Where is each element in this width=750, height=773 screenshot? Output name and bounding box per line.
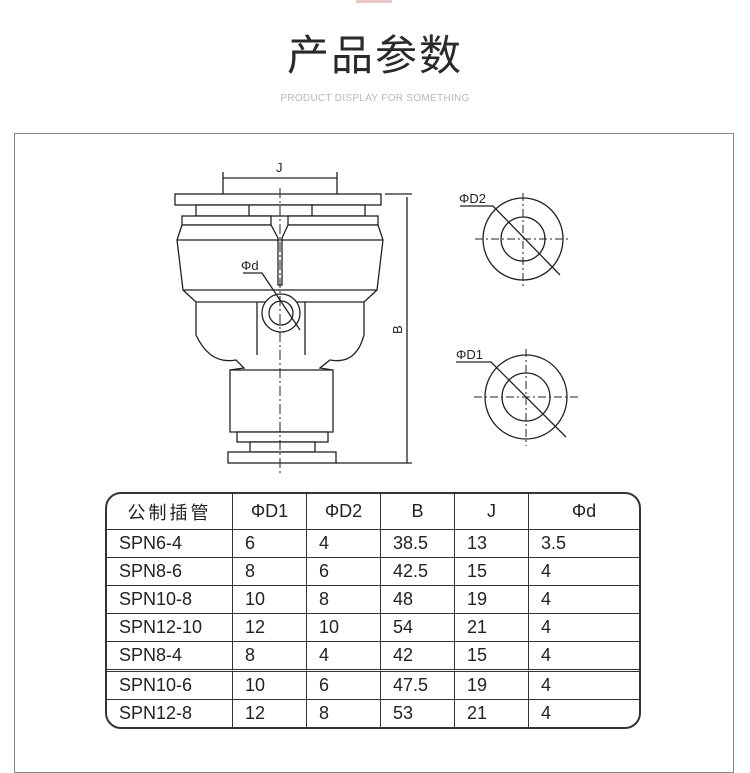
dimension-label-d1: ΦD1: [456, 347, 483, 362]
table-cell: 47.5: [381, 672, 455, 700]
table-cell: 42: [381, 642, 455, 672]
table-cell: 8: [233, 642, 307, 672]
page-title: 产品参数: [286, 31, 463, 80]
table-cell: 12: [233, 614, 307, 642]
table-cell: 4: [529, 558, 639, 586]
table-cell: 10: [233, 672, 307, 700]
table-cell: 38.5: [381, 530, 455, 558]
table-cell: 19: [455, 672, 529, 700]
table-cell: 8: [307, 700, 381, 727]
table-cell: 42.5: [381, 558, 455, 586]
d2-section-view: [460, 193, 571, 286]
table-cell: 4: [529, 642, 639, 672]
technical-drawing: J B Φd ΦD2 ΦD1: [174, 160, 578, 476]
header-cell: 公制插管: [107, 494, 233, 530]
table-cell: SPN12-8: [107, 700, 233, 727]
table-cell: 10: [233, 586, 307, 614]
top-accent-mark: [356, 0, 392, 3]
table-cell: 6: [233, 530, 307, 558]
table-cell: SPN8-6: [107, 558, 233, 586]
table-cell: SPN10-8: [107, 586, 233, 614]
table-cell: 6: [307, 558, 381, 586]
header-cell: Φd: [529, 494, 639, 530]
table-cell: 13: [455, 530, 529, 558]
page-subtitle: PRODUCT DISPLAY FOR SOMETHING: [280, 93, 470, 104]
table-cell: 21: [455, 614, 529, 642]
table-cell: 53: [381, 700, 455, 727]
table-cell: 19: [455, 586, 529, 614]
dimension-label-b: B: [390, 325, 405, 334]
table-cell: 4: [529, 672, 639, 700]
table-cell: SPN12-10: [107, 614, 233, 642]
dimension-label-j: J: [276, 160, 283, 175]
dimension-label-d2: ΦD2: [459, 191, 486, 206]
header-cell: ΦD2: [307, 494, 381, 530]
table-header-row: 公制插管 ΦD1 ΦD2 B J Φd: [107, 494, 639, 530]
table-cell: 3.5: [529, 530, 639, 558]
header-cell: ΦD1: [233, 494, 307, 530]
header-cell: J: [455, 494, 529, 530]
d1-section-view: [456, 349, 578, 446]
table-cell: 54: [381, 614, 455, 642]
table-cell: 12: [233, 700, 307, 727]
table-cell: SPN6-4: [107, 530, 233, 558]
table-cell: 15: [455, 558, 529, 586]
table-cell: 4: [529, 614, 639, 642]
table-cell: 6: [307, 672, 381, 700]
table-cell: 21: [455, 700, 529, 727]
table-cell: 4: [529, 586, 639, 614]
table-cell: 4: [307, 642, 381, 672]
header-cell: B: [381, 494, 455, 530]
y-fitting-side-view: [174, 172, 412, 476]
table-cell: 15: [455, 642, 529, 672]
table-cell: 48: [381, 586, 455, 614]
table-cell: 10: [307, 614, 381, 642]
table-cell: 8: [307, 586, 381, 614]
dimension-label-d: Φd: [241, 258, 259, 273]
table-cell: 4: [307, 530, 381, 558]
table-cell: SPN8-4: [107, 642, 233, 672]
table-cell: SPN10-6: [107, 672, 233, 700]
table-cell: 4: [541, 703, 552, 723]
table-cell: 8: [233, 558, 307, 586]
